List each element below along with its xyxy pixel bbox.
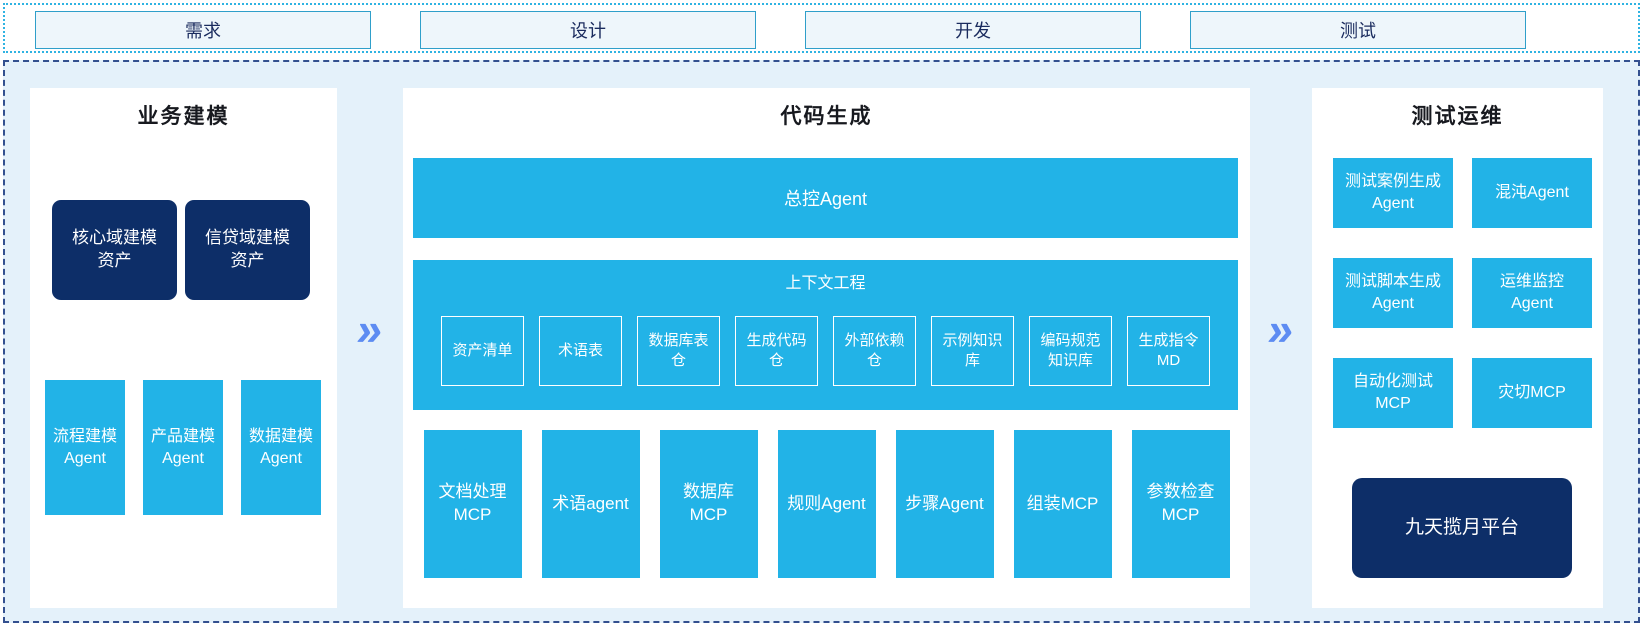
flow-arrow-icon-right: »	[1264, 303, 1298, 355]
box-disaster-switch-mcp: 灾切MCP	[1472, 358, 1592, 428]
phase-box-requirements: 需求	[35, 11, 371, 49]
box-database-mcp: 数据库MCP	[659, 430, 758, 578]
box-terminology-agent: 术语agent	[541, 430, 640, 578]
panel-title-business-modeling: 业务建模	[137, 105, 230, 128]
panel-business-modeling: 业务建模 核心域建模资产 信贷域建模资产 流程建模Agent 产品建模Agent…	[30, 88, 337, 608]
main-region: 业务建模 核心域建模资产 信贷域建模资产 流程建模Agent 产品建模Agent…	[3, 60, 1640, 623]
box-doc-processing-mcp: 文档处理MCP	[423, 430, 522, 578]
phase-box-development: 开发	[805, 11, 1141, 49]
box-generated-code-repo: 生成代码仓	[735, 316, 818, 386]
panel-title-code-generation: 代码生成	[780, 105, 873, 128]
box-glossary: 术语表	[539, 316, 622, 386]
box-test-script-gen-agent: 测试脚本生成Agent	[1333, 258, 1453, 328]
box-db-table-repo: 数据库表仓	[637, 316, 720, 386]
panel-code-generation: 代码生成 总控Agent 上下文工程 资产清单 术语表 数据库表仓 生成代码仓 …	[403, 88, 1250, 608]
box-product-modeling-agent: 产品建模Agent	[143, 380, 223, 515]
box-jiutian-lanyue-platform: 九天揽月平台	[1352, 478, 1572, 578]
box-assembly-mcp: 组装MCP	[1013, 430, 1112, 578]
worker-boxes-row: 文档处理MCP 术语agent 数据库MCP 规则Agent 步骤Agent 组…	[403, 430, 1250, 578]
box-param-check-mcp: 参数检查MCP	[1131, 430, 1230, 578]
section-title-context-engineering: 上下文工程	[785, 275, 866, 292]
box-coding-standards: 编码规范知识库	[1029, 316, 1112, 386]
box-test-case-gen-agent: 测试案例生成Agent	[1333, 158, 1453, 228]
box-step-agent: 步骤Agent	[895, 430, 994, 578]
box-example-knowledge: 示例知识库	[931, 316, 1014, 386]
panel-test-ops: 测试运维 测试案例生成Agent 混沌Agent 测试脚本生成Agent 运维监…	[1312, 88, 1603, 608]
phase-box-design: 设计	[420, 11, 756, 49]
box-external-deps-repo: 外部依赖仓	[833, 316, 916, 386]
box-rule-agent: 规则Agent	[777, 430, 876, 578]
test-ops-grid: 测试案例生成Agent 混沌Agent 测试脚本生成Agent 运维监控Agen…	[1333, 158, 1592, 428]
box-chaos-agent: 混沌Agent	[1472, 158, 1592, 228]
box-core-domain-assets: 核心域建模资产	[52, 200, 177, 300]
box-data-modeling-agent: 数据建模Agent	[241, 380, 321, 515]
section-context-engineering: 上下文工程 资产清单 术语表 数据库表仓 生成代码仓 外部依赖仓 示例知识库 编…	[413, 260, 1238, 410]
panel-title-test-ops: 测试运维	[1411, 105, 1504, 128]
context-items-row: 资产清单 术语表 数据库表仓 生成代码仓 外部依赖仓 示例知识库 编码规范知识库…	[413, 316, 1238, 386]
box-asset-list: 资产清单	[441, 316, 524, 386]
box-master-control-agent: 总控Agent	[413, 158, 1238, 238]
box-generation-instr-md: 生成指令MD	[1127, 316, 1210, 386]
phase-strip: 需求 设计 开发 测试	[3, 3, 1640, 53]
box-process-modeling-agent: 流程建模Agent	[45, 380, 125, 515]
box-automated-test-mcp: 自动化测试MCP	[1333, 358, 1453, 428]
phase-box-testing: 测试	[1190, 11, 1526, 49]
box-ops-monitoring-agent: 运维监控Agent	[1472, 258, 1592, 328]
box-credit-domain-assets: 信贷域建模资产	[185, 200, 310, 300]
flow-arrow-icon-left: »	[353, 303, 387, 355]
